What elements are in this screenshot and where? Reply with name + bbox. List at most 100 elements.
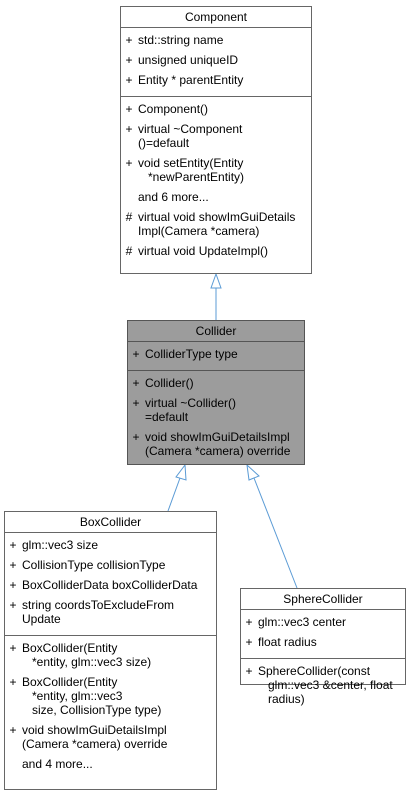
- attribute-name[interactable]: Entity * parentEntity: [138, 73, 244, 87]
- more-methods-link[interactable]: and 4 more...: [22, 757, 93, 771]
- method-row: +void setEntity(Entity*newParentEntity): [121, 156, 311, 184]
- method-line-continued: *entity, glm::vec3 size): [32, 655, 152, 669]
- component-attributes: +std::string name +unsigned uniqueID +En…: [121, 27, 311, 96]
- method-line: virtual void UpdateImpl(): [138, 244, 269, 258]
- attribute-row: +std::string name: [121, 33, 311, 47]
- attribute-name[interactable]: glm::vec3 center: [258, 615, 347, 629]
- attribute-name[interactable]: ColliderType type: [145, 347, 238, 361]
- method-line: BoxCollider(Entity: [22, 641, 118, 655]
- collider-class-box[interactable]: Collider +ColliderType type +Collider() …: [127, 320, 305, 465]
- method-line-continued: radius): [268, 692, 305, 706]
- attribute-name[interactable]: std::string name: [138, 33, 224, 47]
- method-line: Collider(): [145, 376, 194, 390]
- method-line: void showImGuiDetailsImpl: [22, 723, 167, 737]
- visibility-marker: +: [9, 723, 17, 737]
- visibility-marker: +: [125, 156, 133, 170]
- edge-boxcollider-collider-arrowhead: [175, 463, 187, 481]
- visibility-marker: +: [9, 598, 17, 612]
- method-line-continued: (Camera *camera) override: [22, 737, 168, 751]
- boxcollider-class-box[interactable]: BoxCollider +glm::vec3 size +CollisionTy…: [4, 511, 217, 790]
- visibility-marker: +: [132, 376, 140, 390]
- attribute-row: + ColliderType type: [128, 347, 304, 361]
- more-methods-row: and 4 more...: [5, 757, 216, 771]
- visibility-marker: +: [125, 73, 133, 87]
- method-line-continued: glm::vec3 &center, float: [268, 678, 393, 692]
- attribute-name[interactable]: float radius: [258, 635, 317, 649]
- method-line-continued: ()=default: [138, 136, 190, 150]
- visibility-marker: +: [245, 635, 253, 649]
- method-line: Component(): [138, 102, 209, 116]
- method-name[interactable]: virtual void UpdateImpl(): [135, 244, 311, 258]
- attribute-name[interactable]: BoxColliderData boxColliderData: [22, 578, 198, 592]
- method-row: +void showImGuiDetailsImpl(Camera *camer…: [5, 723, 216, 751]
- attribute-line: string coordsToExcludeFrom: [22, 598, 175, 612]
- edge-spherecollider-collider-arrowhead: [246, 463, 260, 481]
- method-line-continued: *newParentEntity): [148, 170, 245, 184]
- method-name[interactable]: Collider(): [142, 376, 304, 390]
- attribute-row: +glm::vec3 size: [5, 538, 216, 552]
- component-class-box[interactable]: Component +std::string name +unsigned un…: [120, 6, 312, 274]
- method-name[interactable]: void setEntity(Entity*newParentEntity): [135, 156, 311, 184]
- visibility-marker: +: [125, 122, 133, 136]
- method-name[interactable]: virtual ~Collider()=default: [142, 396, 304, 424]
- method-line-continued: Impl(Camera *camera): [138, 224, 260, 238]
- attribute-name[interactable]: glm::vec3 size: [22, 538, 99, 552]
- method-name[interactable]: virtual ~Component()=default: [135, 122, 311, 150]
- method-line: virtual void showImGuiDetails: [138, 210, 296, 224]
- attribute-row: + glm::vec3 center: [241, 615, 405, 629]
- method-line-continued: =default: [145, 410, 189, 424]
- component-class-name: Component: [184, 10, 248, 24]
- visibility-marker: +: [125, 102, 133, 116]
- visibility-marker: +: [125, 53, 133, 67]
- attribute-line-continued: Update: [22, 612, 61, 626]
- visibility-marker: [121, 190, 135, 204]
- visibility-marker: +: [132, 347, 140, 361]
- method-row: +virtual ~Component()=default: [121, 122, 311, 150]
- method-name[interactable]: void showImGuiDetailsImpl(Camera *camera…: [142, 430, 304, 458]
- visibility-marker: +: [245, 615, 253, 629]
- spherecollider-class-name: SphereCollider: [283, 592, 363, 606]
- method-row: + Component(): [121, 102, 311, 116]
- attribute-row: + CollisionType collisionType: [5, 558, 216, 572]
- collider-attributes: + ColliderType type: [128, 341, 304, 370]
- attribute-name[interactable]: CollisionType collisionType: [22, 558, 166, 572]
- visibility-marker: +: [132, 396, 140, 410]
- method-line-continued: *entity, glm::vec3: [32, 689, 123, 703]
- visibility-marker: #: [125, 210, 133, 224]
- visibility-marker: +: [132, 430, 140, 444]
- method-row: +void showImGuiDetailsImpl(Camera *camer…: [128, 430, 304, 458]
- visibility-marker: +: [9, 558, 17, 572]
- more-methods-link[interactable]: and 6 more...: [138, 190, 209, 204]
- collider-methods: + Collider() +virtual ~Collider()=default…: [128, 370, 304, 467]
- method-line: SphereCollider(const: [258, 664, 371, 678]
- boxcollider-methods: +BoxCollider(Entity*entity, glm::vec3 si…: [5, 635, 216, 780]
- method-row: +BoxCollider(Entity*entity, glm::vec3 si…: [5, 641, 216, 669]
- component-methods: +Component() +virtual ~Component()=defau…: [121, 96, 311, 267]
- attribute-row: + unsigned uniqueID: [121, 53, 311, 67]
- method-line: BoxCollider(Entity: [22, 675, 118, 689]
- attribute-row: + float radius: [241, 635, 405, 649]
- visibility-marker: [5, 757, 19, 771]
- method-line: virtual ~Component: [138, 122, 243, 136]
- edge-collider-component-arrowhead: [210, 272, 222, 289]
- method-name[interactable]: Component(): [135, 102, 311, 116]
- attribute-name[interactable]: unsigned uniqueID: [138, 53, 239, 67]
- boxcollider-class-name: BoxCollider: [79, 515, 142, 529]
- visibility-marker: +: [9, 675, 17, 689]
- method-name[interactable]: void showImGuiDetailsImpl(Camera *camera…: [19, 723, 216, 751]
- edge-spherecollider-collider: [253, 477, 298, 589]
- visibility-marker: +: [245, 664, 253, 678]
- attribute-row: + Entity * parentEntity: [121, 73, 311, 87]
- method-name[interactable]: BoxCollider(Entity*entity, glm::vec3 siz…: [19, 641, 216, 669]
- spherecollider-class-box[interactable]: SphereCollider +glm::vec3 center +float …: [240, 588, 406, 706]
